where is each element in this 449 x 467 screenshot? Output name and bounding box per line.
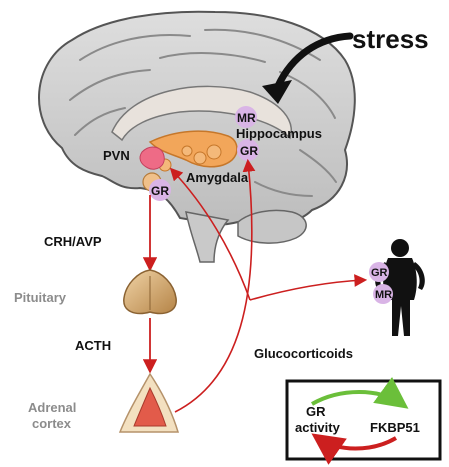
gr-activity-line1: GR: [306, 404, 326, 419]
cortex-label: cortex: [32, 416, 72, 431]
gr-hippocampus-label: GR: [240, 144, 258, 158]
mr-body-label: MR: [375, 289, 392, 301]
gr-activity-line2: activity: [295, 420, 341, 435]
stress-label: stress: [352, 24, 429, 54]
pvn-label: PVN: [103, 148, 130, 163]
gr-body-label: GR: [371, 267, 388, 279]
glucocorticoids-label: Glucocorticoids: [254, 346, 353, 361]
hippocampus-label: Hippocampus: [236, 126, 322, 141]
fkbp51-label: FKBP51: [370, 420, 420, 435]
pituitary-label: Pituitary: [14, 290, 67, 305]
cerebellum: [238, 210, 306, 243]
adrenal-cortex: [120, 374, 178, 432]
limbic-node: [194, 152, 206, 164]
mr-brain-label: MR: [237, 111, 256, 125]
acth-label: ACTH: [75, 338, 111, 353]
adrenal-label: Adrenal: [28, 400, 76, 415]
limbic-node: [182, 146, 192, 156]
brain-outline: [39, 12, 355, 225]
gr-pvn-label: GR: [151, 184, 169, 198]
amygdala-label: Amygdala: [186, 170, 249, 185]
crh-avp-label: CRH/AVP: [44, 234, 102, 249]
limbic-node: [207, 145, 221, 159]
pituitary-gland: [124, 270, 176, 313]
